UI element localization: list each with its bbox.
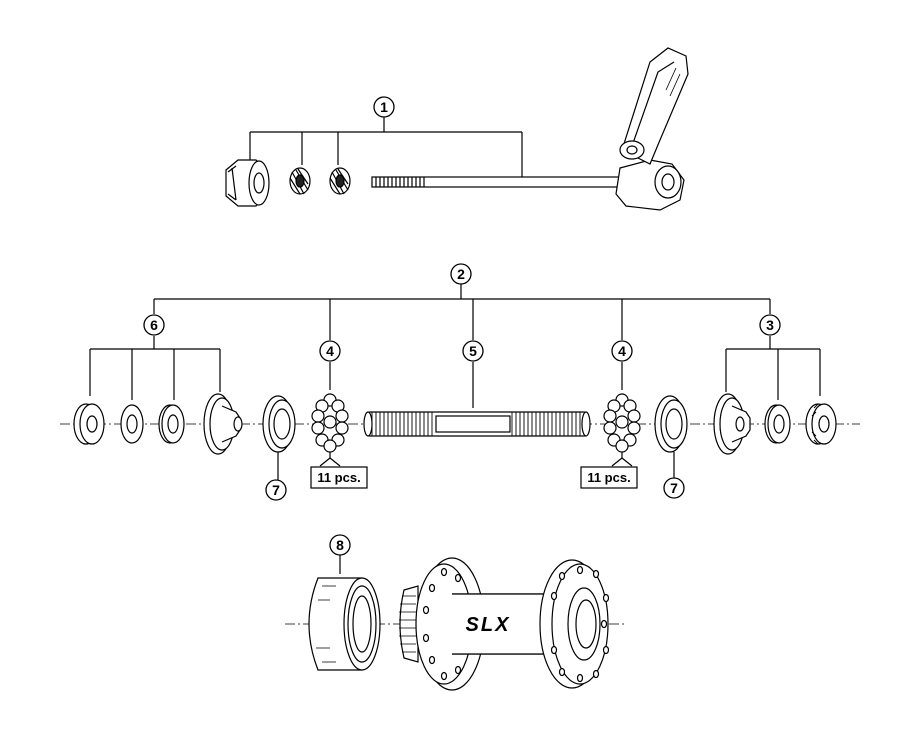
spring-right: [329, 167, 351, 195]
ball-count-label-left: 11 pcs.: [310, 466, 368, 489]
svg-text:2: 2: [457, 266, 465, 282]
rotor-mount-cap: [308, 577, 381, 671]
hub-body-assembly: [285, 555, 625, 691]
quick-release-lever: [615, 47, 689, 211]
axle-assembly: [60, 284, 860, 480]
hub-axle: [363, 411, 591, 437]
quick-release-assembly: [225, 47, 689, 211]
spring-left: [289, 167, 311, 195]
ball-count-label-right: 11 pcs.: [580, 466, 638, 489]
svg-text:4: 4: [618, 343, 626, 359]
cone-left: [203, 393, 243, 455]
svg-text:11 pcs.: 11 pcs.: [317, 470, 360, 485]
callout-7-right: 7: [663, 477, 685, 499]
svg-text:7: 7: [670, 480, 678, 496]
callout-8: 8: [329, 534, 351, 556]
callout-5: 5: [462, 340, 484, 362]
hub-shell: [399, 557, 610, 691]
ball-bearings-right: [603, 393, 641, 453]
ball-bearings-left: [311, 393, 349, 453]
adjusting-nut: [225, 159, 270, 207]
svg-text:11 pcs.: 11 pcs.: [587, 470, 630, 485]
callout-7-left: 7: [265, 479, 287, 501]
svg-text:8: 8: [336, 537, 344, 553]
hub-logo: SLX: [466, 614, 511, 636]
callout-6: 6: [143, 314, 165, 336]
callout-1: 1: [373, 96, 395, 118]
locknut-left: [73, 403, 105, 445]
svg-text:6: 6: [150, 317, 158, 333]
dust-seal-right: [654, 395, 688, 453]
cone-right: [713, 393, 751, 455]
washer-right: [764, 404, 791, 444]
dust-seal-left: [262, 395, 296, 453]
callout-4-left: 4: [319, 340, 341, 362]
callout-4-right: 4: [611, 340, 633, 362]
svg-text:3: 3: [766, 317, 774, 333]
locknut-right: [805, 403, 837, 445]
washer-left-2: [158, 404, 185, 444]
skewer-rod: [371, 176, 621, 188]
svg-text:5: 5: [469, 343, 477, 359]
svg-text:1: 1: [380, 99, 388, 115]
svg-text:4: 4: [326, 343, 334, 359]
washer-left-1: [120, 404, 144, 444]
svg-text:7: 7: [272, 482, 280, 498]
callout-3: 3: [759, 314, 781, 336]
callout-2: 2: [450, 263, 472, 285]
